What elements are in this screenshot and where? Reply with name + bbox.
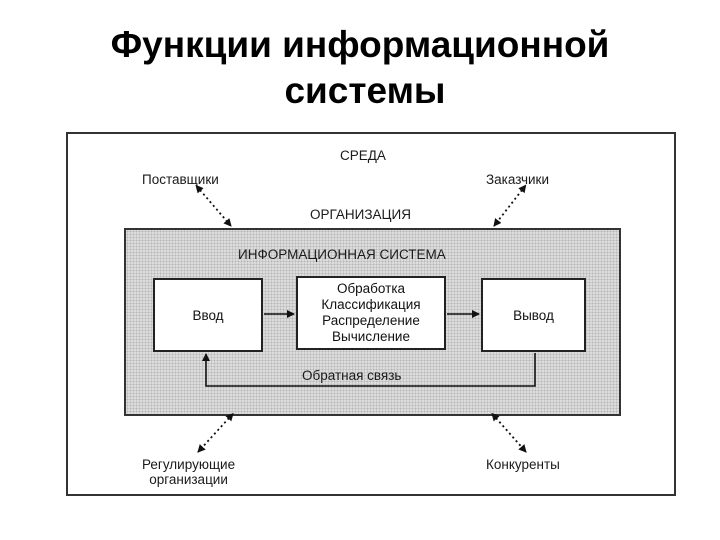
input-block: Ввод bbox=[153, 278, 263, 352]
regulators-label: Регулирующие организации bbox=[142, 457, 235, 487]
processing-block: Обработка Классификация Распределение Вы… bbox=[296, 276, 446, 350]
slide-title: Функции информационной системы bbox=[0, 22, 720, 114]
organization-label: ОРГАНИЗАЦИЯ bbox=[310, 207, 411, 222]
output-block: Вывод bbox=[481, 278, 586, 352]
feedback-arrow bbox=[202, 353, 536, 387]
feedback-label: Обратная связь bbox=[302, 368, 402, 383]
processing-item: Классификация bbox=[321, 297, 421, 312]
processing-item: Распределение bbox=[322, 313, 420, 328]
customers-label: Заказчики bbox=[486, 172, 549, 187]
processing-item: Вычисление bbox=[332, 329, 410, 344]
customers-arrow bbox=[493, 184, 527, 227]
information-system-label: ИНФОРМАЦИОННАЯ СИСТЕМА bbox=[238, 247, 446, 262]
suppliers-label: Поставщики bbox=[142, 172, 219, 187]
regulators-arrow bbox=[197, 412, 234, 453]
competitors-label: Конкуренты bbox=[486, 457, 560, 472]
input-label: Ввод bbox=[192, 307, 224, 323]
title-line-1: Функции информационной bbox=[110, 24, 610, 65]
processing-list: Обработка Классификация Распределение Вы… bbox=[321, 281, 420, 345]
output-label: Вывод bbox=[513, 307, 554, 323]
regulators-line-1: Регулирующие bbox=[142, 457, 236, 472]
suppliers-arrow bbox=[195, 184, 232, 227]
competitors-arrow bbox=[491, 412, 527, 453]
processing-item: Обработка bbox=[336, 281, 406, 296]
title-line-2: системы bbox=[284, 70, 446, 111]
environment-label: СРЕДА bbox=[340, 148, 386, 163]
regulators-line-2: организации bbox=[149, 472, 228, 487]
